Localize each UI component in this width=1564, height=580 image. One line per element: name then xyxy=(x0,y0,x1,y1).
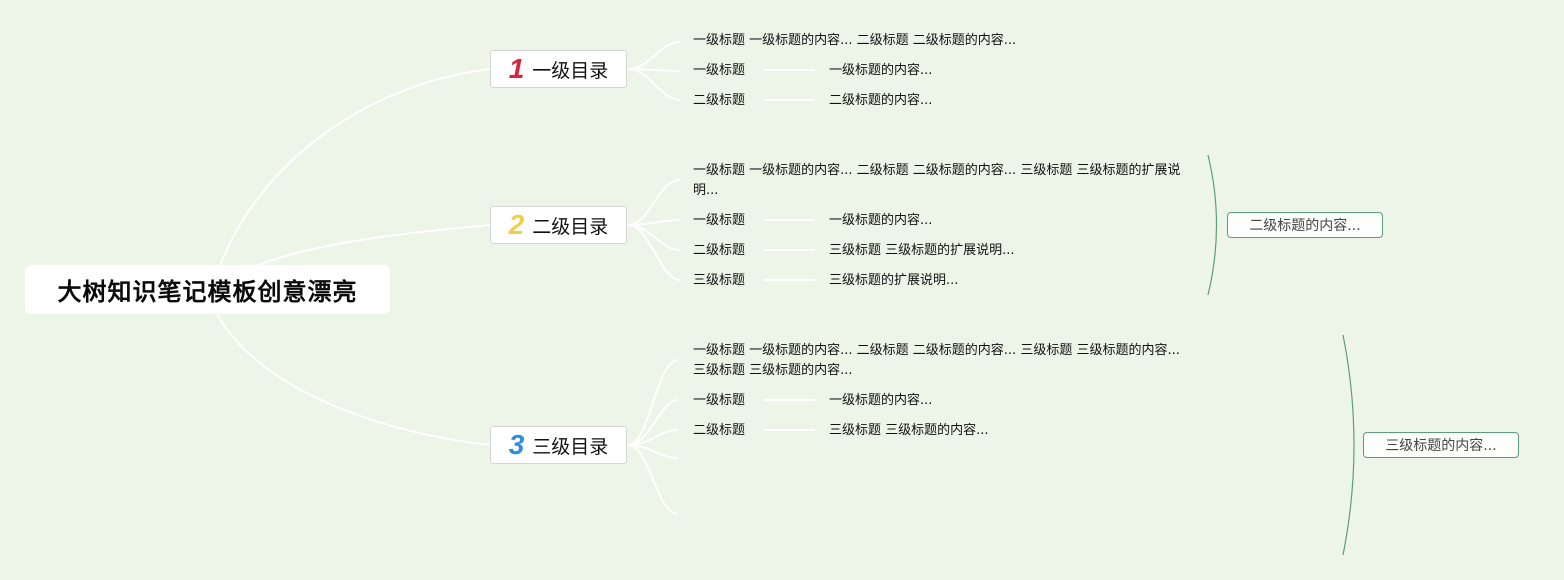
root-topic[interactable]: 大树知识笔记模板创意漂亮 xyxy=(25,265,390,314)
branch-2-item-label[interactable]: 三级标题 xyxy=(693,273,746,288)
root-branch-2-line xyxy=(249,224,491,269)
branch-3-child-line-5 xyxy=(627,444,679,515)
branch-1-item-value[interactable]: 一级标题的内容... xyxy=(829,63,933,78)
summary-label-2: 二级标题的内容... xyxy=(1249,218,1361,234)
branch-3-child-line-1 xyxy=(627,359,679,446)
branch-1-child-line-1 xyxy=(627,41,681,70)
branch-label-3: 三级目录 xyxy=(532,435,609,458)
branch-3-item-label[interactable]: 一级标题 xyxy=(693,393,746,408)
branch-3-item-summary-text[interactable]: 一级标题 一级标题的内容... 二级标题 二级标题的内容... 三级标题 三级标… xyxy=(693,343,1180,378)
branch-1-item-label[interactable]: 一级标题 xyxy=(693,63,746,78)
branch-node-3[interactable]: 3 三级目录 xyxy=(490,426,627,464)
branch-3-item-value[interactable]: 三级标题 三级标题的内容... xyxy=(829,423,989,438)
branch-number-1: 1 xyxy=(508,53,525,84)
branch-1-item-summary-text[interactable]: 一级标题 一级标题的内容... 二级标题 二级标题的内容... xyxy=(693,33,1017,48)
branch-2-item-value[interactable]: 一级标题的内容... xyxy=(829,213,933,228)
branch-number-2: 2 xyxy=(508,209,525,240)
summary-brace-2 xyxy=(1207,154,1218,296)
branch-3-item-value[interactable]: 一级标题的内容... xyxy=(829,393,933,408)
branch-1-item-value[interactable]: 二级标题的内容... xyxy=(829,93,933,108)
branch-label-1: 一级目录 xyxy=(532,59,609,82)
branch-2-child-line-4 xyxy=(627,224,681,281)
branch-1-child-line-3 xyxy=(627,68,681,101)
summary-brace-3 xyxy=(1342,334,1355,556)
branch-2-item-value[interactable]: 三级标题的扩展说明... xyxy=(829,273,959,288)
branch-2-item-label[interactable]: 二级标题 xyxy=(693,243,746,258)
branch-2-child-line-3 xyxy=(627,224,681,251)
branch-2-item-summary-text[interactable]: 一级标题 一级标题的内容... 二级标题 二级标题的内容... 三级标题 三级标… xyxy=(693,163,1181,198)
summary-node-2[interactable]: 二级标题的内容... xyxy=(1227,212,1383,238)
branch-1-item-label[interactable]: 二级标题 xyxy=(693,93,746,108)
branch-node-1[interactable]: 1 一级目录 xyxy=(490,50,627,88)
branch-2-item-value[interactable]: 三级标题 三级标题的扩展说明... xyxy=(829,243,1015,258)
root-title: 大树知识笔记模板创意漂亮 xyxy=(57,278,358,306)
branch-2-child-line-1 xyxy=(627,179,681,226)
root-branch-3-line xyxy=(214,309,491,446)
root-branch-1-line xyxy=(214,68,491,281)
branch-3-item-label[interactable]: 二级标题 xyxy=(693,423,746,438)
summary-node-3[interactable]: 三级标题的内容... xyxy=(1363,432,1519,458)
summary-label-3: 三级标题的内容... xyxy=(1385,438,1497,454)
branch-node-2[interactable]: 2 二级目录 xyxy=(490,206,627,244)
branch-label-2: 二级目录 xyxy=(532,215,609,238)
branch-2-item-label[interactable]: 一级标题 xyxy=(693,213,746,228)
branch-number-3: 3 xyxy=(508,429,525,460)
